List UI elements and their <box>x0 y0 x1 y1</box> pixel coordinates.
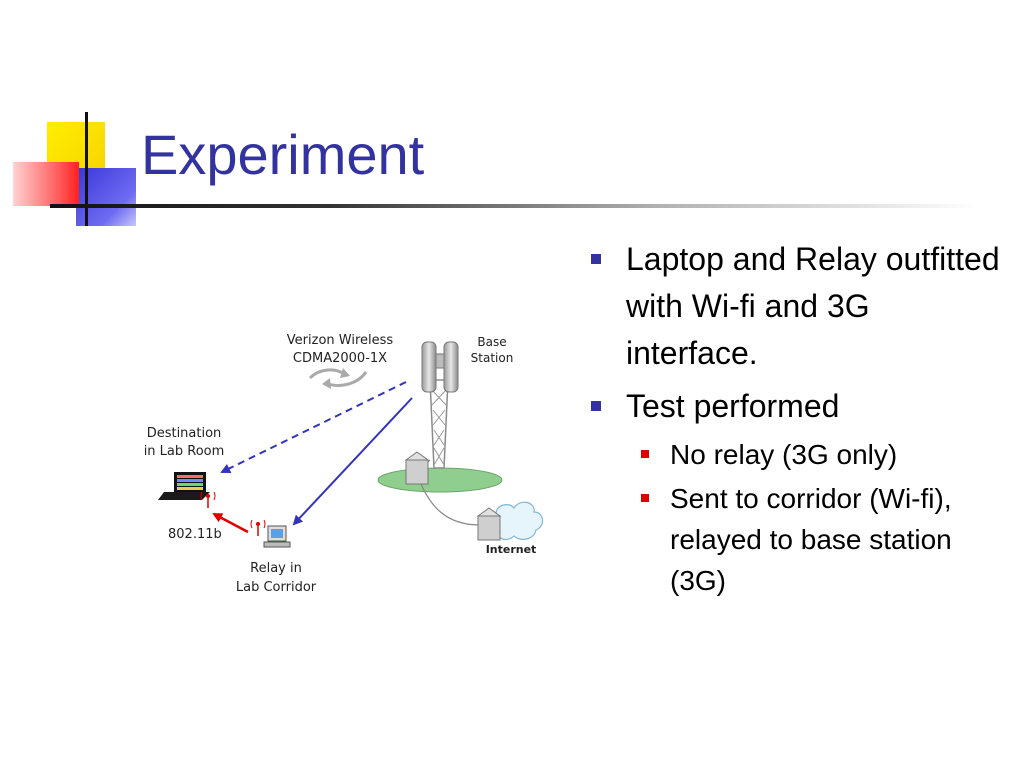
decor-vertical-line <box>85 112 88 226</box>
cable-hut-internet <box>419 481 481 526</box>
label-wifi: 802.11b <box>168 527 222 542</box>
destination-laptop-icon <box>158 472 210 500</box>
bullet-square-icon <box>591 401 601 411</box>
relay-computer-icon <box>250 519 291 548</box>
internet-cloud-icon <box>476 501 544 541</box>
label-dest-line1: Destination <box>147 426 222 441</box>
label-base-line1: Base <box>477 335 506 349</box>
wireless-cycle-icon <box>308 368 368 389</box>
sub-bullet-square-icon <box>641 494 649 502</box>
link-wifi <box>212 512 249 534</box>
bullet-list: Laptop and Relay outfitted with Wi-fi an… <box>588 236 1008 607</box>
title-underline <box>50 204 980 208</box>
bullet-text: Laptop and Relay outfitted with Wi-fi an… <box>626 241 1000 371</box>
label-relay-line2: Lab Corridor <box>236 580 317 595</box>
sub-bullet-list: No relay (3G only) Sent to corridor (Wi-… <box>626 434 1008 601</box>
link-3g-to-destination <box>220 381 407 473</box>
sub-bullet-text: Sent to corridor (Wi-fi), relayed to bas… <box>670 483 952 596</box>
wifi-antenna-icon <box>200 491 216 508</box>
decor-red-bar <box>13 162 79 206</box>
equipment-hut-icon <box>404 451 430 485</box>
network-diagram: Verizon Wireless CDMA2000-1X Base Statio… <box>130 320 570 610</box>
bullet-item: Test performed No relay (3G only) Sent t… <box>588 383 1008 601</box>
sub-bullet-square-icon <box>641 450 649 458</box>
label-carrier-line2: CDMA2000-1X <box>293 351 387 366</box>
bullet-square-icon <box>591 254 601 264</box>
sub-bullet-item: No relay (3G only) <box>626 434 1008 475</box>
link-3g-to-relay <box>292 397 413 526</box>
label-internet: Internet <box>486 543 537 556</box>
label-dest-line2: in Lab Room <box>144 444 225 459</box>
sub-bullet-text: No relay (3G only) <box>670 439 898 470</box>
sub-bullet-item: Sent to corridor (Wi-fi), relayed to bas… <box>626 478 1008 601</box>
bullet-item: Laptop and Relay outfitted with Wi-fi an… <box>588 236 1008 377</box>
label-carrier-line1: Verizon Wireless <box>287 333 394 348</box>
bullet-text: Test performed <box>626 388 840 424</box>
slide-title: Experiment <box>141 123 425 186</box>
base-station-tower-icon <box>421 341 459 469</box>
label-relay-line1: Relay in <box>250 561 302 576</box>
label-base-line2: Station <box>471 351 514 365</box>
ground-area <box>377 467 503 493</box>
